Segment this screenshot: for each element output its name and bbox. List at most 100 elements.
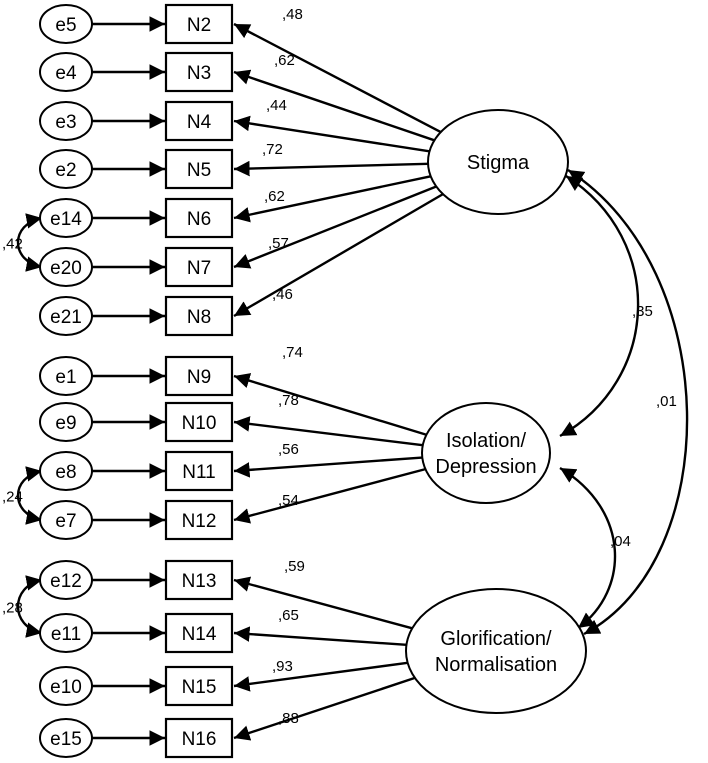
factor-correlation-arrow: [559, 466, 617, 629]
factor-correlation-arrow: [559, 174, 640, 438]
error-term-e3: [39, 101, 93, 141]
latent-factor-stigma: [427, 109, 569, 215]
factor-loading-label: ,59: [284, 558, 305, 575]
error-term-e1: [39, 356, 93, 396]
error-covariance-arrow: [16, 466, 43, 525]
indicator-box-N12: [164, 499, 234, 541]
factor-loading-label: ,93: [272, 658, 293, 675]
indicator-box-N13: [164, 559, 234, 601]
error-covariance-label: ,24: [2, 489, 23, 506]
loading-path-arrow: [233, 661, 408, 692]
error-term-e15: [39, 718, 93, 758]
latent-factor-label: Depression: [435, 456, 536, 478]
indicator-box-N9: [164, 355, 234, 397]
indicator-label: N5: [187, 160, 211, 181]
error-term-e14: [39, 198, 93, 238]
factor-loading-label: ,54: [278, 492, 299, 509]
loading-path-arrow: [233, 456, 423, 478]
error-term-e21: [39, 296, 93, 336]
factor-correlation-arrow: [567, 168, 689, 636]
factor-loading-label: ,72: [262, 141, 283, 158]
indicator-label: N9: [187, 367, 211, 388]
error-covariance-arrow: [16, 575, 43, 638]
error-term-e8: [39, 451, 93, 491]
error-label: e7: [55, 511, 76, 532]
error-label: e9: [55, 413, 76, 434]
indicator-label: N3: [187, 63, 211, 84]
indicator-box-N11: [164, 450, 234, 492]
error-label: e2: [55, 160, 76, 181]
indicator-box-N14: [164, 612, 234, 654]
error-covariance-label: ,28: [2, 600, 23, 617]
error-term-e20: [39, 247, 93, 287]
loading-path-arrow: [233, 676, 416, 741]
loading-path-arrow: [233, 467, 426, 524]
indicator-label: N12: [182, 511, 217, 532]
loading-path-arrow: [233, 160, 429, 177]
loading-path-arrow: [233, 193, 444, 318]
error-label: e10: [50, 677, 82, 698]
error-term-e12: [39, 560, 93, 600]
error-term-e4: [39, 52, 93, 92]
indicator-label: N11: [182, 462, 215, 483]
loading-path-arrow: [233, 69, 435, 142]
indicator-label: N16: [182, 729, 217, 750]
latent-factor-glorification: [405, 588, 587, 714]
error-covariance-arrow: [16, 213, 43, 272]
error-term-e11: [39, 613, 93, 653]
error-label: e11: [51, 624, 81, 645]
loading-path-arrow: [233, 626, 407, 647]
error-label: e1: [55, 367, 76, 388]
error-term-e7: [39, 500, 93, 540]
error-label: e5: [55, 15, 76, 36]
error-label: e20: [50, 258, 82, 279]
factor-loading-label: ,44: [266, 97, 287, 114]
error-label: e3: [55, 112, 76, 133]
indicator-box-N8: [164, 295, 234, 337]
latent-factor-label: Glorification/: [440, 628, 552, 650]
indicator-box-N10: [164, 401, 234, 443]
factor-loading-label: ,56: [278, 441, 299, 458]
indicator-label: N14: [182, 624, 217, 645]
error-label: e21: [50, 307, 82, 328]
factor-loading-label: ,65: [278, 607, 299, 624]
indicator-label: N7: [187, 258, 211, 279]
factor-loading-label: ,88: [278, 710, 299, 727]
indicator-label: N4: [187, 112, 212, 133]
latent-factor-isolation: [421, 402, 551, 504]
error-term-e2: [39, 149, 93, 189]
indicator-label: N2: [187, 15, 211, 36]
indicator-label: N13: [182, 571, 217, 592]
factor-loading-label: ,62: [264, 188, 285, 205]
factor-loading-label: ,78: [278, 392, 299, 409]
indicator-box-N16: [164, 717, 234, 759]
factor-loading-label: ,74: [282, 344, 303, 361]
factor-loading-label: ,46: [272, 286, 293, 303]
error-label: e8: [55, 462, 76, 483]
indicator-box-N4: [164, 100, 234, 142]
factor-correlation-label: ,35: [632, 303, 653, 320]
factor-loading-label: ,57: [268, 235, 289, 252]
indicator-label: N8: [187, 307, 211, 328]
error-label: e12: [50, 571, 82, 592]
latent-factor-label: Normalisation: [435, 654, 557, 676]
error-covariance-label: ,42: [2, 236, 23, 253]
latent-factor-label: Isolation/: [446, 430, 526, 452]
loading-path-arrow: [233, 185, 437, 269]
latent-factor-label: Stigma: [467, 152, 530, 174]
error-term-e9: [39, 402, 93, 442]
factor-correlation-label: ,04: [610, 533, 631, 550]
factor-loading-label: ,62: [274, 52, 295, 69]
error-term-e10: [39, 666, 93, 706]
loading-path-arrow: [233, 115, 430, 153]
error-term-e5: [39, 4, 93, 44]
indicator-box-N6: [164, 197, 234, 239]
loading-path-arrow: [233, 22, 442, 134]
factor-correlation-label: ,01: [656, 393, 677, 410]
indicator-label: N6: [187, 209, 211, 230]
indicator-box-N3: [164, 51, 234, 93]
error-label: e14: [50, 209, 82, 230]
indicator-box-N5: [164, 148, 234, 190]
loading-path-arrow: [233, 175, 431, 223]
